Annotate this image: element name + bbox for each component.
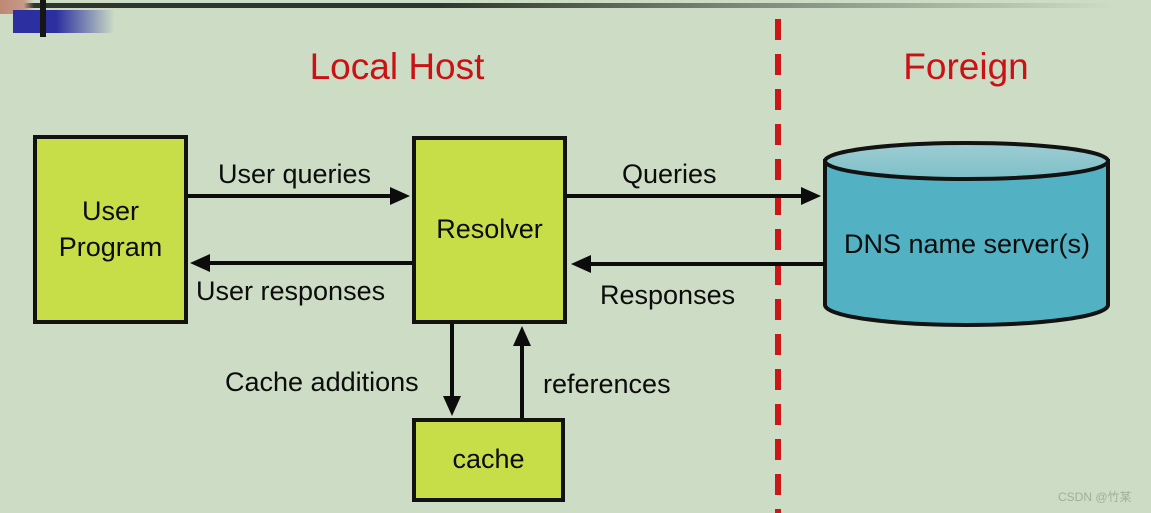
resolver-node: Resolver: [412, 136, 567, 324]
arrow-queries: [567, 187, 821, 205]
label-user-responses: User responses: [196, 276, 386, 306]
cache-node: cache: [412, 418, 565, 502]
arrow-responses: [571, 255, 824, 273]
arrow-user-queries: [188, 187, 410, 205]
top-bar-decoration: [0, 3, 1151, 8]
foreign-title: Foreign: [903, 46, 1029, 87]
csdn-watermark: CSDN @竹某: [1058, 490, 1132, 504]
user-program-node: User Program: [33, 135, 188, 324]
label-responses: Responses: [600, 280, 736, 310]
label-references: references: [543, 369, 671, 399]
local-host-title: Local Host: [309, 46, 485, 87]
arrow-references: [513, 326, 531, 418]
label-cache-additions: Cache additions: [225, 367, 419, 397]
dns-server-label: DNS name server(s): [843, 229, 1091, 259]
label-user-queries: User queries: [218, 159, 372, 189]
vertical-line-decoration: [40, 0, 46, 37]
dns-server-cylinder: [823, 141, 1110, 327]
arrow-cache-additions: [443, 324, 461, 416]
label-queries: Queries: [622, 159, 717, 189]
blue-accent-decoration: [13, 10, 115, 33]
arrow-user-responses: [190, 254, 412, 272]
